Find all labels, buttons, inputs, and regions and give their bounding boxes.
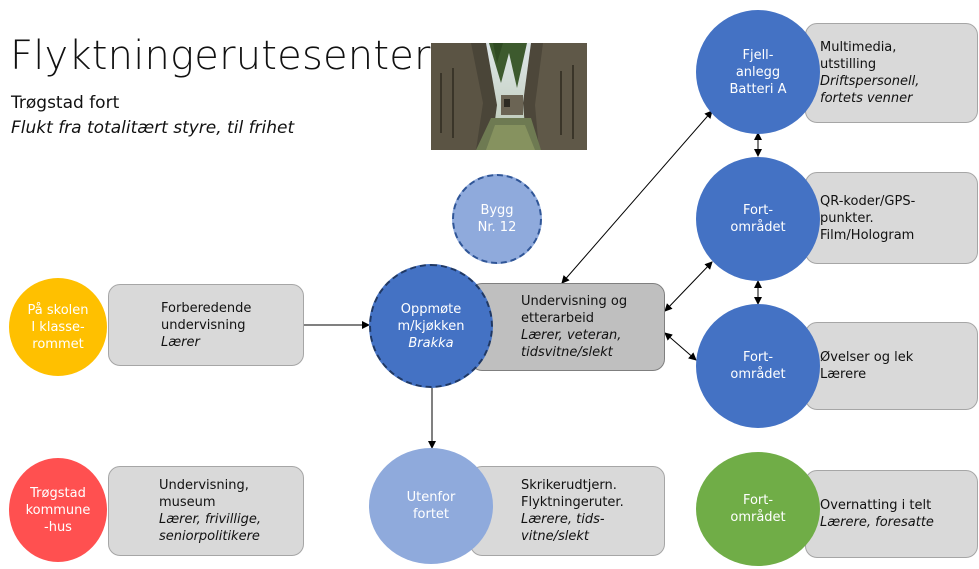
fort-ovelser-box-line: Øvelser og lek <box>820 350 914 365</box>
fjellanlegg-circle-line: Batteri A <box>729 81 787 97</box>
arrow-oppmote-fjellanlegg <box>561 110 713 284</box>
skolen-box-line: undervisning <box>161 317 246 333</box>
fort-trench-photo <box>431 43 587 150</box>
fjellanlegg-circle-line: anlegg <box>735 64 781 80</box>
fjellanlegg-circle: Fjell- anlegg Batteri A <box>696 10 820 134</box>
fjellanlegg-box-role: fortets venner <box>820 91 913 106</box>
skolen-box: Forberedende undervisning Lærer <box>108 284 304 366</box>
trogstad-box-line: museum <box>159 495 216 510</box>
fort-telt-box-role: Lærere, foresatte <box>820 515 934 530</box>
trogstad-box-role: seniorpolitikere <box>159 529 260 544</box>
utenfor-circle-line: fortet <box>412 507 450 522</box>
fort-ovelser-box-line: Lærere <box>820 367 867 382</box>
skolen-circle: På skolen I klasse- rommet <box>9 278 107 376</box>
fort-telt-box-line: Overnatting i telt <box>820 498 932 513</box>
fort-telt-circle-line: området <box>730 510 786 525</box>
utenfor-box: Skrikerudtjern. Flyktningeruter. Lærere,… <box>470 466 665 556</box>
trogstad-circle-line: -hus <box>44 519 72 535</box>
fort-telt-circle-line: Fort- <box>742 493 774 508</box>
utenfor-box-role: vitne/slekt <box>521 529 590 544</box>
oppmote-box-line: Undervisning og <box>521 294 628 309</box>
utenfor-box-role: Lærere, tids- <box>521 512 605 527</box>
trogstad-circle-line: kommune <box>25 502 91 518</box>
fjellanlegg-box-line: Multimedia, <box>820 40 897 55</box>
skolen-circle-line: rommet <box>32 336 84 352</box>
trogstad-box-line: Undervisning, <box>159 478 249 493</box>
fort-qr-box: QR-koder/GPS- punkter. Film/Hologram <box>805 172 978 264</box>
page-title: Flyktningerutesenter <box>10 33 431 79</box>
fjellanlegg-circle-line: Fjell- <box>742 47 774 63</box>
fort-telt-box: Overnatting i telt Lærere, foresatte <box>805 470 978 558</box>
oppmote-box-role: tidsvitne/slekt <box>521 345 613 360</box>
utenfor-circle: Utenfor fortet <box>369 448 493 564</box>
fjellanlegg-box: Multimedia, utstilling Driftspersonell, … <box>805 23 978 123</box>
oppmote-box: Undervisning og etterarbeid Lærer, veter… <box>470 283 665 371</box>
oppmote-circle-line: Oppmøte <box>400 301 462 317</box>
fjellanlegg-box-role: Driftspersonell, <box>820 74 920 89</box>
fjellanlegg-box-line: utstilling <box>820 57 877 72</box>
skolen-box-line: Forberedende <box>161 300 252 316</box>
trogstad-box-role: Lærer, frivillige, <box>159 512 261 527</box>
skolen-circle-line: På skolen <box>27 302 89 318</box>
oppmote-box-role: Lærer, veteran, <box>521 328 622 343</box>
page-subtitle: Trøgstad fort <box>11 93 120 113</box>
bygg-circle: Bygg Nr. 12 <box>452 174 542 264</box>
fort-ovelser-circle-line: Fort- <box>742 350 774 365</box>
fort-qr-box-line: QR-koder/GPS- <box>820 193 916 209</box>
bygg-circle-line: Bygg <box>480 203 514 218</box>
fort-ovelser-circle-line: området <box>730 367 786 382</box>
fort-qr-box-line: Film/Hologram <box>820 227 915 243</box>
trogstad-box: Undervisning, museum Lærer, frivillige, … <box>108 466 304 556</box>
page-tagline: Flukt fra totalitært styre, til frihet <box>11 118 295 138</box>
fort-qr-circle-line: området <box>730 220 786 235</box>
fort-telt-circle: Fort- området <box>696 452 820 566</box>
oppmote-circle-line: m/kjøkken <box>397 318 465 334</box>
trogstad-circle: Trøgstad kommune -hus <box>9 458 107 562</box>
fort-ovelser-box: Øvelser og lek Lærere <box>805 322 978 410</box>
fort-qr-box-line: punkter. <box>820 210 874 226</box>
fort-qr-circle-line: Fort- <box>742 203 774 218</box>
arrow-oppmote-fort-ovelser <box>664 332 697 361</box>
bygg-circle-line: Nr. 12 <box>477 220 517 235</box>
oppmote-circle-place: Brakka <box>408 335 454 351</box>
fort-ovelser-circle: Fort- området <box>696 304 820 428</box>
utenfor-box-line: Flyktningeruter. <box>521 495 624 510</box>
skolen-circle-line: I klasse- <box>31 319 85 335</box>
oppmote-box-line: etterarbeid <box>521 311 594 326</box>
trogstad-circle-line: Trøgstad <box>30 485 86 501</box>
utenfor-circle-line: Utenfor <box>406 490 456 505</box>
skolen-box-role: Lærer <box>161 334 200 350</box>
oppmote-circle: Oppmøte m/kjøkken Brakka <box>369 264 493 388</box>
utenfor-box-line: Skrikerudtjern. <box>521 478 617 493</box>
fort-qr-circle: Fort- området <box>696 157 820 281</box>
arrow-oppmote-fort-qr <box>664 261 713 312</box>
